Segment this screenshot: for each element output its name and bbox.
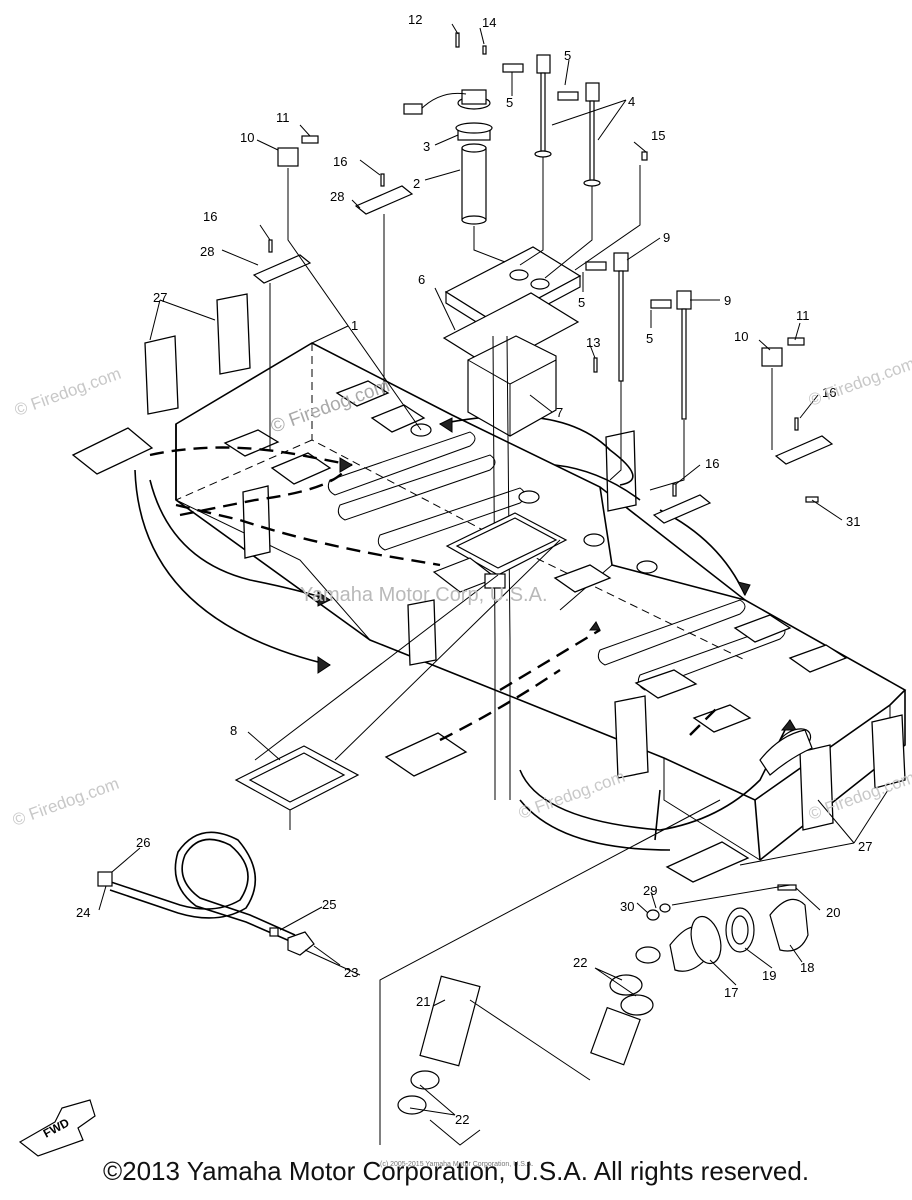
sender-fittings <box>252 32 834 800</box>
callout-1: 1 <box>351 318 358 333</box>
callout-18: 18 <box>800 960 814 975</box>
callout-27-left: 27 <box>153 290 167 305</box>
callout-3: 3 <box>423 139 430 154</box>
callout-14: 14 <box>482 15 496 30</box>
callout-17: 17 <box>724 985 738 1000</box>
callout-11-right: 11 <box>796 308 810 323</box>
callout-19: 19 <box>762 968 776 983</box>
callout-10-right: 10 <box>734 329 748 344</box>
forward-direction-arrow: FWD <box>18 1099 96 1157</box>
callout-16-right: 16 <box>822 385 836 400</box>
callout-leaders <box>98 23 889 1116</box>
callout-16-top: 16 <box>333 154 347 169</box>
callout-22-left: 22 <box>455 1112 469 1127</box>
fuel-tank-body <box>175 342 907 861</box>
vent-tube-assembly <box>97 831 361 976</box>
callout-5-lower: 5 <box>646 331 653 346</box>
callout-16-left: 16 <box>203 209 217 224</box>
callout-26: 26 <box>136 835 150 850</box>
callout-12: 12 <box>408 12 422 27</box>
callout-30: 30 <box>620 899 634 914</box>
callout-22-right: 22 <box>573 955 587 970</box>
callout-9-upper: 9 <box>663 230 670 245</box>
callout-23: 23 <box>344 965 358 980</box>
fuel-pump-assembly <box>403 89 582 437</box>
callout-28-left: 28 <box>200 244 214 259</box>
callout-6: 6 <box>418 272 425 287</box>
callout-15: 15 <box>651 128 665 143</box>
callout-31: 31 <box>846 514 860 529</box>
callout-11: 11 <box>276 110 290 125</box>
callout-10-left: 10 <box>240 130 254 145</box>
copyright-notice: ©2013 Yamaha Motor Corporation, U.S.A. A… <box>102 1156 810 1186</box>
callout-25: 25 <box>322 897 336 912</box>
callout-29: 29 <box>643 883 657 898</box>
callout-20: 20 <box>826 905 840 920</box>
callout-5-upper-left: 5 <box>506 95 513 110</box>
callout-16-middle: 16 <box>705 456 719 471</box>
filler-neck-assembly <box>379 728 813 1146</box>
callout-13: 13 <box>586 335 600 350</box>
callout-21: 21 <box>416 994 430 1009</box>
callout-9-lower: 9 <box>724 293 731 308</box>
pump-mounting-plates <box>234 512 568 830</box>
callout-27-right: 27 <box>858 839 872 854</box>
callout-7: 7 <box>556 405 563 420</box>
rubber-pads <box>71 293 906 883</box>
callout-28-top: 28 <box>330 189 344 204</box>
callout-5-middle: 5 <box>578 295 585 310</box>
callout-labels: 12 14 5 5 4 3 2 15 10 11 11 11 11 11 11 … <box>76 12 872 1127</box>
callout-24: 24 <box>76 905 90 920</box>
callout-8: 8 <box>230 723 237 738</box>
callout-5-upper-right: 5 <box>564 48 571 63</box>
callout-2: 2 <box>413 176 420 191</box>
callout-4: 4 <box>628 94 635 109</box>
assembly-arrows <box>134 415 797 851</box>
